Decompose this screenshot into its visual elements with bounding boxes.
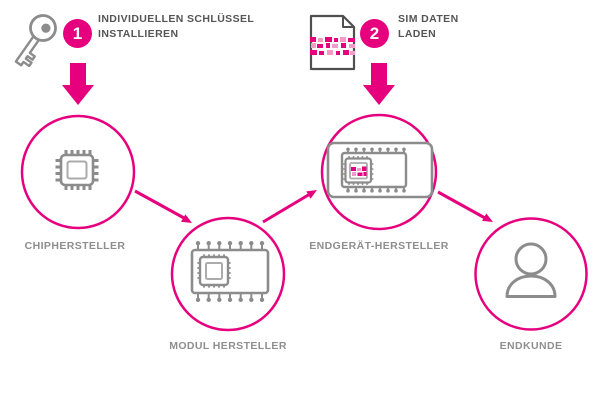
step-2-line2: LADEN <box>398 28 437 40</box>
node-label-chiphersteller: CHIPHERSTELLER <box>24 239 126 252</box>
node-label-modul-hersteller: MODUL HERSTELLER <box>169 339 287 352</box>
step-1-badge: 1 <box>63 19 92 48</box>
connector-arrow-2 <box>262 190 317 224</box>
down-arrow-icon-1 <box>62 63 94 105</box>
node-label-endgeraet-hersteller: ENDGERÄT-HERSTELLER <box>309 239 449 252</box>
person-icon <box>505 242 557 298</box>
connector-arrow-3 <box>437 190 493 222</box>
down-arrow-icon-2 <box>363 63 395 105</box>
step-1-number: 1 <box>72 23 83 43</box>
step-2-line1: SIM DATEN <box>398 13 459 25</box>
device-chip-icon <box>326 141 434 199</box>
module-icon <box>190 241 270 303</box>
sim-data-pattern <box>310 37 355 55</box>
step-2-number: 2 <box>369 23 380 43</box>
step-1-text: INDIVIDUELLEN SCHLÜSSEL INSTALLIEREN <box>98 12 254 42</box>
key-icon <box>14 14 57 68</box>
chip-icon <box>55 150 99 190</box>
step-2-text: SIM DATEN LADEN <box>398 12 459 42</box>
module-inner-chip <box>197 254 231 288</box>
step-2-badge: 2 <box>360 19 389 48</box>
loaded-sim-data-pattern <box>351 166 367 176</box>
device-inner-chip <box>343 156 374 185</box>
step-1-line1: INDIVIDUELLEN SCHLÜSSEL <box>98 13 255 25</box>
step-1-line2: INSTALLIEREN <box>98 28 179 40</box>
connector-arrow-1 <box>134 189 192 223</box>
node-label-endkunde: ENDKUNDE <box>499 339 563 352</box>
sim-card-icon <box>309 14 356 71</box>
